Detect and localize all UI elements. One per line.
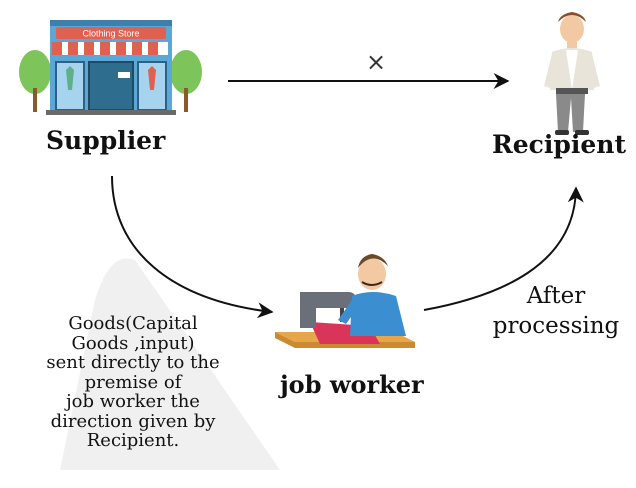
- after-processing-line-2: processing: [492, 313, 620, 339]
- goods-note-line-5: job worker the: [66, 391, 200, 412]
- job-worker-label: job worker: [280, 370, 424, 399]
- supplier-label: Supplier: [46, 126, 166, 155]
- goods-note-line-1: Goods(Capital: [68, 313, 198, 334]
- arrow-supplier-to-job-worker: [111, 175, 274, 319]
- arrow-job-worker-to-recipient: [423, 186, 584, 311]
- watermark-shape: [60, 258, 280, 470]
- blocked-cross-icon: ×: [366, 48, 387, 76]
- goods-note: Goods(Capital Goods ,input) sent directl…: [18, 314, 248, 451]
- recipient-label: Recipient: [492, 130, 627, 159]
- goods-note-line-6: direction given by: [50, 410, 216, 432]
- after-processing-line-1: After: [526, 283, 586, 309]
- after-processing-label: After processing: [476, 281, 636, 341]
- store-illustration: Clothing Store: [19, 20, 202, 115]
- man-illustration: [544, 12, 600, 135]
- goods-note-line-3: sent directly to the: [46, 352, 220, 373]
- goods-note-line-4: premise of: [84, 371, 182, 393]
- goods-note-line-2: Goods ,input): [71, 332, 195, 354]
- store-sign-text: Clothing Store: [82, 29, 139, 39]
- goods-note-line-7: Recipient.: [86, 430, 180, 451]
- tailor-illustration: [275, 254, 415, 348]
